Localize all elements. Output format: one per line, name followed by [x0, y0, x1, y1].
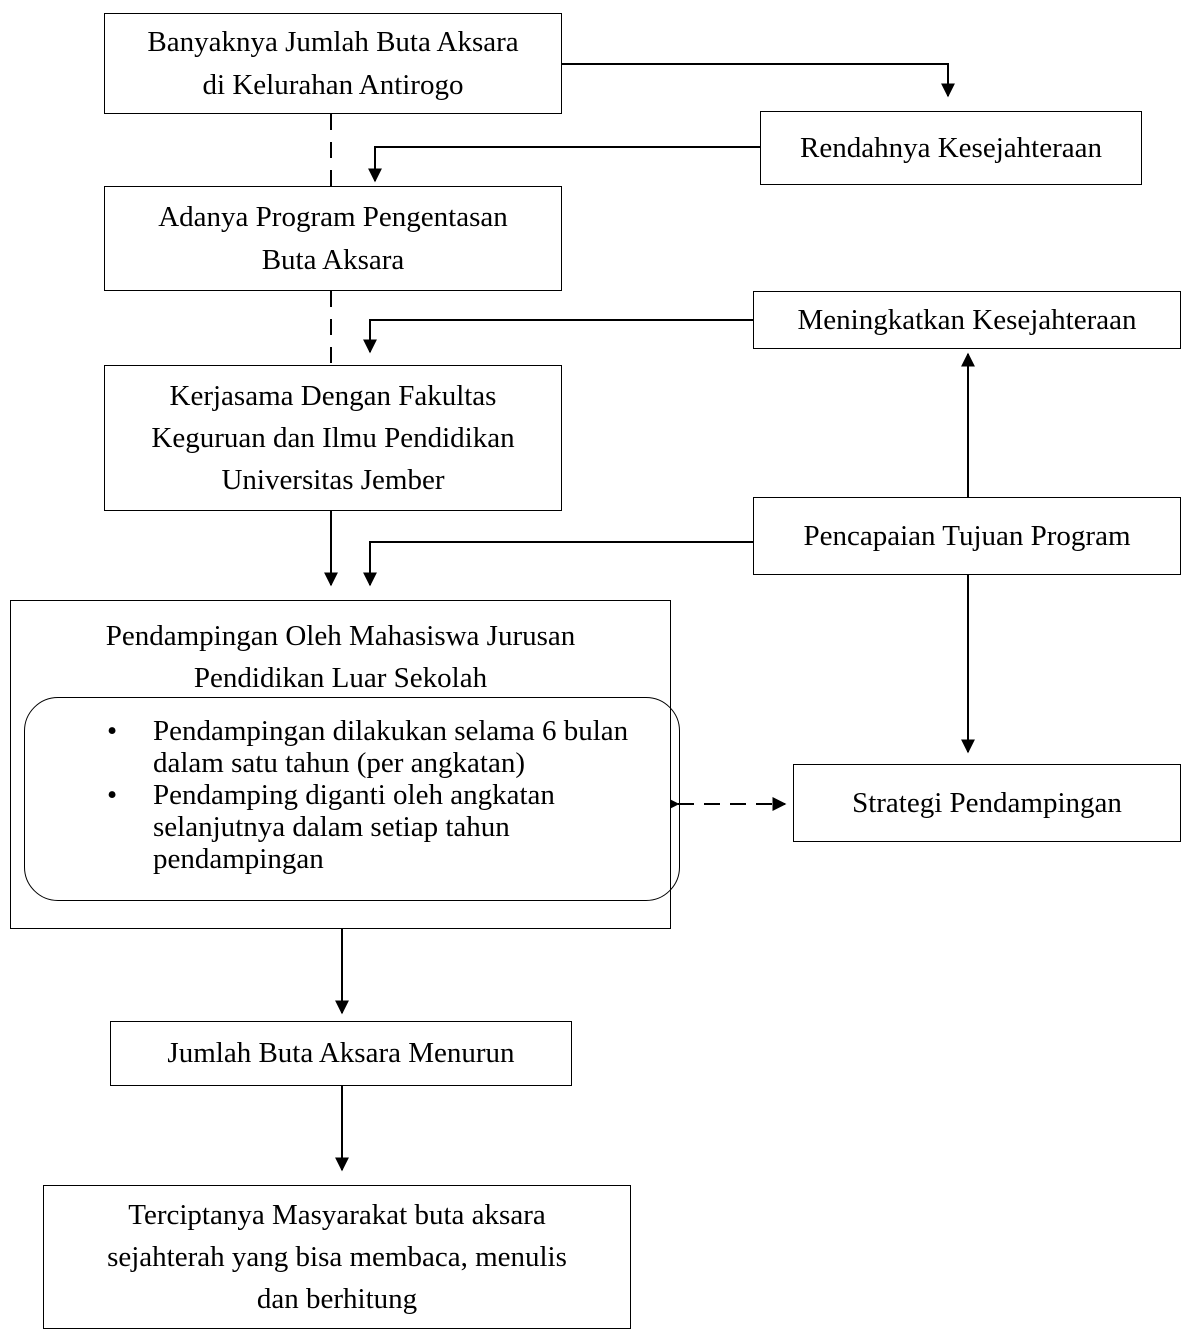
node-strategi-pendampingan: Strategi Pendampingan [793, 764, 1181, 842]
node-buta-aksara-menurun: Jumlah Buta Aksara Menurun [110, 1021, 572, 1086]
node-text: Terciptanya Masyarakat buta aksara sejah… [107, 1198, 567, 1316]
node-text: Pencapaian Tujuan Program [803, 519, 1131, 552]
arrow-meningkatkan-to-kerjasama [363, 319, 753, 354]
arrow-rendahnya-to-program [368, 146, 760, 183]
node-text: Jumlah Buta Aksara Menurun [167, 1037, 515, 1070]
node-text: Adanya Program Pengentasan Buta Aksara [158, 201, 508, 276]
node-meningkatkan-kesejahteraan: Meningkatkan Kesejahteraan [753, 291, 1181, 349]
pendampingan-notes: Pendampingan dilakukan selama 6 bulan da… [24, 697, 680, 901]
node-text: Meningkatkan Kesejahteraan [797, 303, 1137, 336]
node-terciptanya-masyarakat: Terciptanya Masyarakat buta aksara sejah… [43, 1185, 631, 1329]
node-text: Kerjasama Dengan Fakultas Keguruan dan I… [151, 379, 515, 497]
node-kerjasama-fkip: Kerjasama Dengan Fakultas Keguruan dan I… [104, 365, 562, 511]
bullet-item: Pendampingan dilakukan selama 6 bulan da… [107, 715, 679, 780]
node-program-pengentasan: Adanya Program Pengentasan Buta Aksara [104, 186, 562, 291]
node-text: Banyaknya Jumlah Buta Aksara di Keluraha… [147, 26, 519, 101]
bullet-item: Pendamping diganti oleh angkatan selanju… [107, 779, 679, 876]
node-banyaknya-buta-aksara: Banyaknya Jumlah Buta Aksara di Keluraha… [104, 13, 562, 114]
arrow-banyaknya-to-rendahnya [562, 63, 955, 98]
node-title: Pendampingan Oleh Mahasiswa Jurusan Pend… [105, 620, 576, 695]
node-text: Strategi Pendampingan [852, 786, 1122, 819]
node-pendampingan-mahasiswa: Pendampingan Oleh Mahasiswa Jurusan Pend… [10, 600, 680, 929]
node-rendahnya-kesejahteraan: Rendahnya Kesejahteraan [760, 111, 1142, 185]
node-text: Rendahnya Kesejahteraan [800, 131, 1102, 164]
arrow-pencapaian-to-pendampingan [363, 541, 753, 587]
node-pencapaian-tujuan: Pencapaian Tujuan Program [753, 497, 1181, 575]
bullet-list: Pendampingan dilakukan selama 6 bulan da… [25, 715, 679, 876]
